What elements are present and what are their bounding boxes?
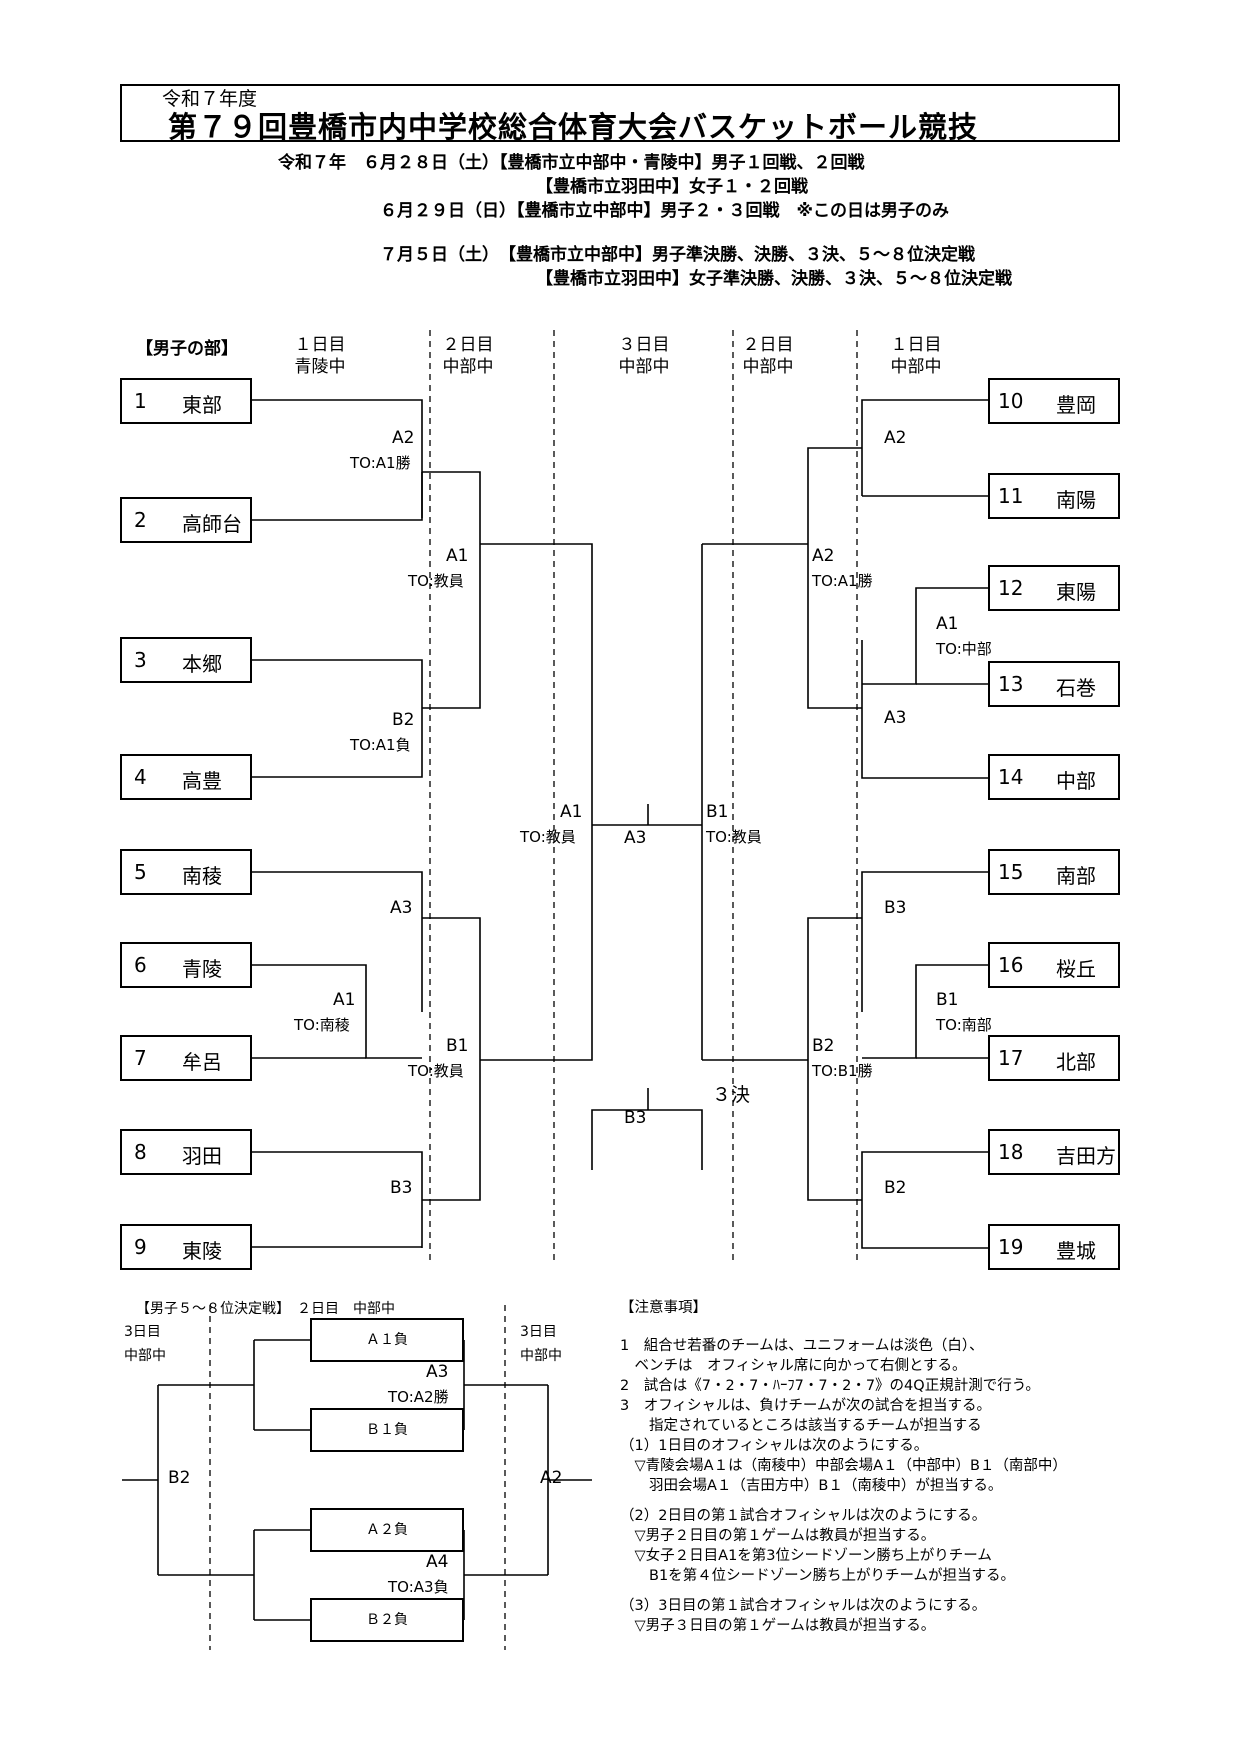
official-label: TO:教員 bbox=[706, 828, 762, 846]
game-label: A1 bbox=[446, 546, 469, 566]
placement-box: Ａ１負 bbox=[310, 1318, 464, 1362]
game-label: A2 bbox=[540, 1468, 563, 1488]
column-header: １日目青陵中 bbox=[294, 335, 346, 377]
official-label: TO:教員 bbox=[520, 828, 576, 846]
official-label: TO:A1負 bbox=[350, 736, 411, 754]
official-label: TO:A2勝 bbox=[388, 1388, 449, 1406]
game-label: B2 bbox=[884, 1178, 907, 1198]
game-label: A3 bbox=[390, 898, 413, 918]
game-label: B1 bbox=[936, 990, 959, 1010]
game-label: B3 bbox=[884, 898, 907, 918]
official-label: TO:教員 bbox=[408, 1062, 464, 1080]
game-label: A2 bbox=[812, 546, 835, 566]
column-header: ２日目中部中 bbox=[442, 335, 494, 377]
page-title: 第７９回豊橋市内中学校総合体育大会バスケットボール競技 bbox=[168, 110, 979, 144]
official-label: TO:A3負 bbox=[388, 1578, 449, 1596]
column-header: １日目中部中 bbox=[890, 335, 942, 377]
final-label: A3 bbox=[624, 828, 647, 848]
game-label: A4 bbox=[426, 1552, 449, 1572]
third-place-label: ３決 bbox=[712, 1084, 751, 1106]
placement-right-header: 3日目中部中 bbox=[520, 1324, 562, 1364]
official-label: TO:教員 bbox=[408, 572, 464, 590]
column-header: ３日目中部中 bbox=[618, 335, 670, 377]
era-label: 令和７年度 bbox=[162, 88, 258, 110]
game-label: B1 bbox=[446, 1036, 469, 1056]
schedule-line: 令和７年 ６月２８日（土）【豊橋市立中部中・青陵中】男子１回戦、２回戦 bbox=[278, 153, 865, 173]
schedule-line: 【豊橋市立羽田中】女子１・２回戦 bbox=[536, 177, 808, 197]
official-label: TO:A1勝 bbox=[350, 454, 411, 472]
notes-heading: 【注意事項】 bbox=[620, 1300, 707, 1316]
game-label: B2 bbox=[812, 1036, 835, 1056]
game-label: A1 bbox=[333, 990, 356, 1010]
game-label: A3 bbox=[884, 708, 907, 728]
official-label: TO:南部 bbox=[936, 1016, 992, 1034]
game-label: B1 bbox=[706, 802, 729, 822]
placement-box: Ａ２負 bbox=[310, 1508, 464, 1552]
game-label: B3 bbox=[390, 1178, 413, 1198]
game-label: B2 bbox=[168, 1468, 191, 1488]
column-header: ２日目中部中 bbox=[742, 335, 794, 377]
placement-left-header: 3日目中部中 bbox=[124, 1324, 166, 1364]
title-frame bbox=[120, 84, 1120, 142]
game-label: A1 bbox=[560, 802, 583, 822]
game-label: A2 bbox=[884, 428, 907, 448]
schedule-line: ７月５日（土） 【豊橋市立中部中】男子準決勝、決勝、３決、５～８位決定戦 bbox=[380, 245, 975, 265]
game-label: A2 bbox=[392, 428, 415, 448]
third-place-game-label: B3 bbox=[624, 1108, 647, 1128]
official-label: TO:南稜 bbox=[294, 1016, 350, 1034]
placement-box: Ｂ２負 bbox=[310, 1598, 464, 1642]
placement-box: Ｂ１負 bbox=[310, 1408, 464, 1452]
schedule-line: ６月２９日（日）【豊橋市立中部中】男子２・３回戦 ※この日は男子のみ bbox=[380, 201, 950, 221]
game-label: A3 bbox=[426, 1362, 449, 1382]
official-label: TO:B1勝 bbox=[812, 1062, 873, 1080]
notes-body: 1 組合せ若番のチームは、ユニフォームは淡色（白）、 ベンチは オフィシャル席に… bbox=[620, 1338, 1067, 1634]
official-label: TO:A1勝 bbox=[812, 572, 873, 590]
placement-title: 【男子５～８位決定戦】 ２日目 中部中 bbox=[136, 1301, 395, 1317]
game-label: B2 bbox=[392, 710, 415, 730]
official-label: TO:中部 bbox=[936, 640, 992, 658]
section-label: 【男子の部】 bbox=[136, 339, 238, 359]
game-label: A1 bbox=[936, 614, 959, 634]
schedule-line: 【豊橋市立羽田中】女子準決勝、決勝、３決、５～８位決定戦 bbox=[536, 269, 1012, 289]
